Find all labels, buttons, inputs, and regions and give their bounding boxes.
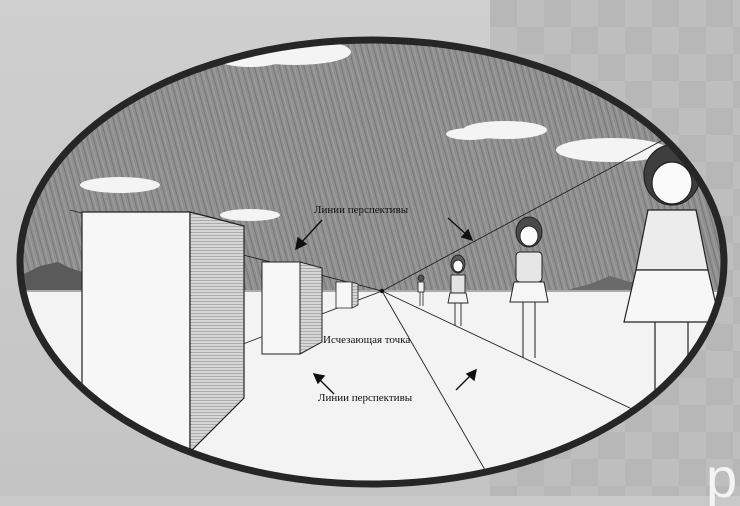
corner-title-fragment: p (706, 450, 740, 506)
box-near (82, 212, 244, 452)
label-vanishing-point: Исчезающая точка (323, 334, 410, 346)
box-far (336, 282, 358, 308)
vanishing-point-marker (380, 289, 384, 293)
label-perspective-lines-top: Линии перспективы (314, 204, 408, 216)
label-perspective-lines-bottom: Линии перспективы (318, 392, 412, 404)
box-middle (262, 262, 322, 354)
